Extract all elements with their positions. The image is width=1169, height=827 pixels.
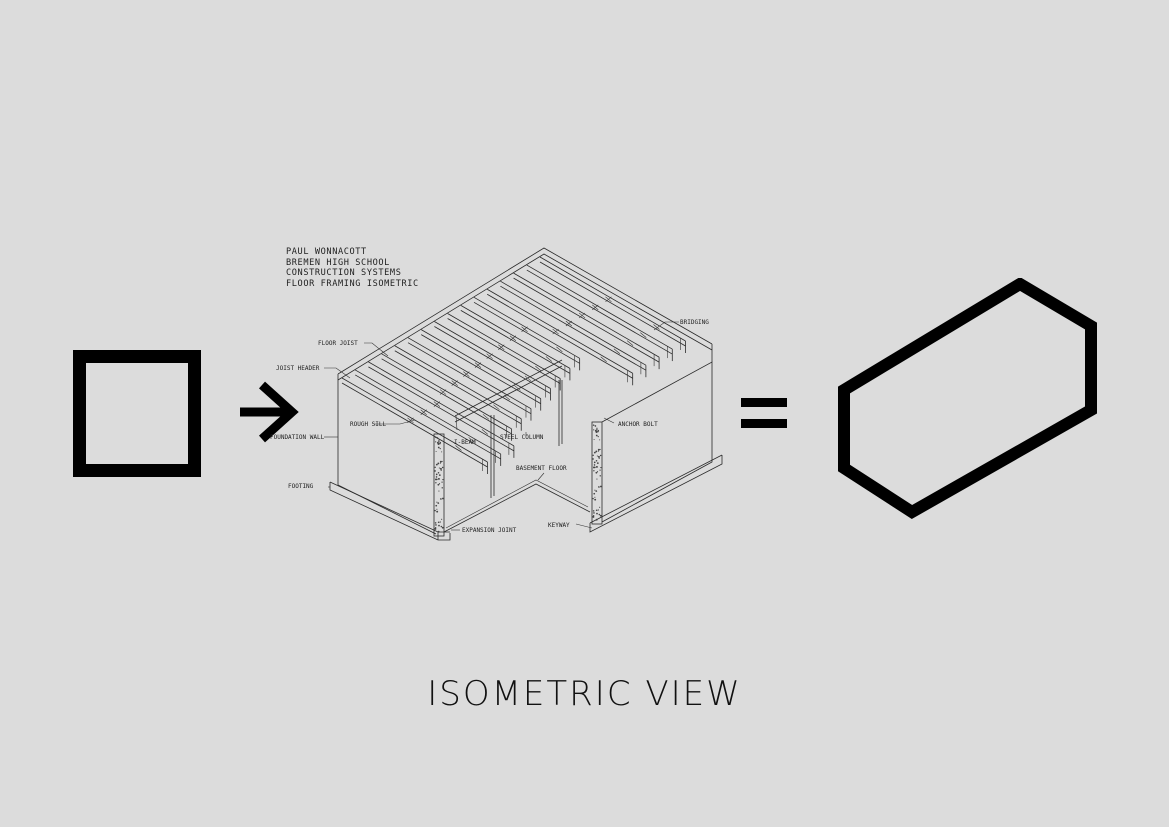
- concrete-hatch-right: [592, 424, 602, 521]
- floor-joists: [341, 256, 686, 474]
- label-steel-column: STEEL COLUMN: [500, 434, 544, 441]
- leader-lines: [324, 321, 679, 531]
- label-foundation-wall: FOUNDATION WALL: [270, 434, 325, 441]
- component-labels: FLOOR JOIST JOIST HEADER ROUGH SILL FOUN…: [270, 319, 709, 534]
- page-caption: ISOMETRIC VIEW: [427, 674, 742, 714]
- label-joist-header: JOIST HEADER: [276, 365, 320, 372]
- label-expansion-joint: EXPANSION JOINT: [462, 527, 517, 534]
- label-anchor-bolt: ANCHOR BOLT: [618, 421, 658, 428]
- label-keyway: KEYWAY: [548, 522, 570, 529]
- label-rough-sill: ROUGH SILL: [350, 421, 387, 428]
- title-line-4: FLOOR FRAMING ISOMETRIC: [286, 278, 419, 289]
- arrow-right-icon: [240, 381, 299, 443]
- floor-framing-drawing: FLOOR JOIST JOIST HEADER ROUGH SILL FOUN…: [270, 247, 723, 541]
- framing-linework: [329, 247, 723, 541]
- square-icon: [73, 350, 201, 477]
- concrete-hatch-left: [434, 436, 444, 533]
- equals-icon: [741, 398, 787, 429]
- title-line-2: BREMEN HIGH SCHOOL: [286, 257, 390, 268]
- label-i-beam: I-BEAM: [454, 439, 476, 446]
- label-footing: FOOTING: [288, 483, 314, 490]
- title-line-1: PAUL WONNACOTT: [286, 247, 367, 257]
- label-bridging: BRIDGING: [680, 319, 709, 326]
- drawing-title-block: PAUL WONNACOTT BREMEN HIGH SCHOOL CONSTR…: [286, 247, 419, 289]
- label-floor-joist: FLOOR JOIST: [318, 340, 358, 347]
- hexagon-icon: [838, 278, 1097, 520]
- label-basement-floor: BASEMENT FLOOR: [516, 465, 567, 472]
- title-line-3: CONSTRUCTION SYSTEMS: [286, 268, 402, 278]
